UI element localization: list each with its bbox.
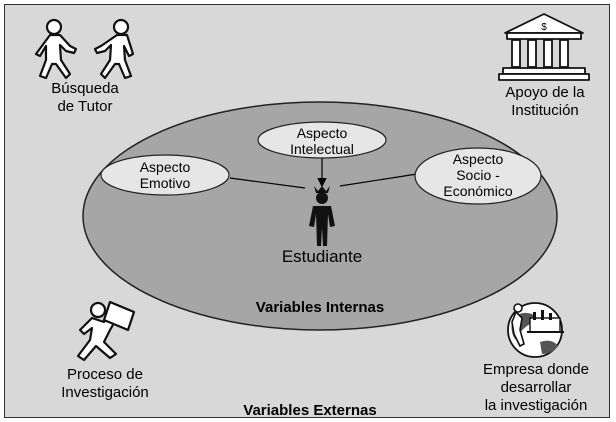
research-process-label: Proceso de Investigación: [40, 366, 170, 402]
tutor-search-label: Búsqueda de Tutor: [30, 80, 140, 116]
tutor-search-line-1: Búsqueda: [51, 80, 119, 97]
socio-ellipse: [414, 147, 542, 205]
bank-icon: [498, 13, 590, 81]
intellectual-line-1: Aspecto: [296, 125, 348, 141]
socio-line-3: Económico: [443, 183, 513, 199]
socio-line-1: Aspecto: [452, 151, 504, 167]
bank-dollar-symbol: $: [541, 22, 547, 33]
student-figure-icon: [309, 186, 335, 246]
intellectual-line-2: Intelectual: [290, 141, 354, 157]
arrow-socio: [339, 173, 418, 187]
research-process-line-1: Proceso de: [67, 366, 143, 383]
emotional-line-1: Aspecto: [139, 159, 191, 175]
arrow-emotional: [229, 177, 306, 189]
research-process-line-2: Investigación: [61, 384, 149, 401]
globe-factory-icon: [507, 302, 564, 358]
emotional-aspect-label: Aspecto Emotivo: [115, 159, 215, 191]
institution-support-line-2: Institución: [511, 102, 579, 119]
external-variables-label: Variables Externas: [243, 402, 377, 419]
institution-support-label: Apoyo de la Institución: [480, 84, 610, 120]
walking-person-icon: [76, 300, 136, 362]
institution-support-line-1: Apoyo de la: [505, 84, 585, 101]
internal-variables-label: Variables Internas: [255, 299, 385, 316]
company-line-3: la investigación: [484, 397, 588, 414]
emotional-ellipse: [100, 154, 230, 196]
intellectual-ellipse: [257, 121, 387, 159]
intellectual-aspect-label: Aspecto Intelectual: [272, 125, 372, 157]
student-label: Estudiante: [281, 247, 363, 266]
company-label: Empresa donde desarrollar la investigaci…: [466, 361, 606, 415]
tutor-search-line-2: de Tutor: [57, 98, 113, 115]
handshake-people-icon: [34, 18, 135, 80]
emotional-line-2: Emotivo: [139, 175, 191, 191]
company-line-1: Empresa donde: [483, 361, 589, 378]
socio-economic-aspect-label: Aspecto Socio - Económico: [428, 151, 528, 199]
company-line-2: desarrollar: [500, 379, 572, 396]
socio-line-2: Socio -: [456, 167, 500, 183]
